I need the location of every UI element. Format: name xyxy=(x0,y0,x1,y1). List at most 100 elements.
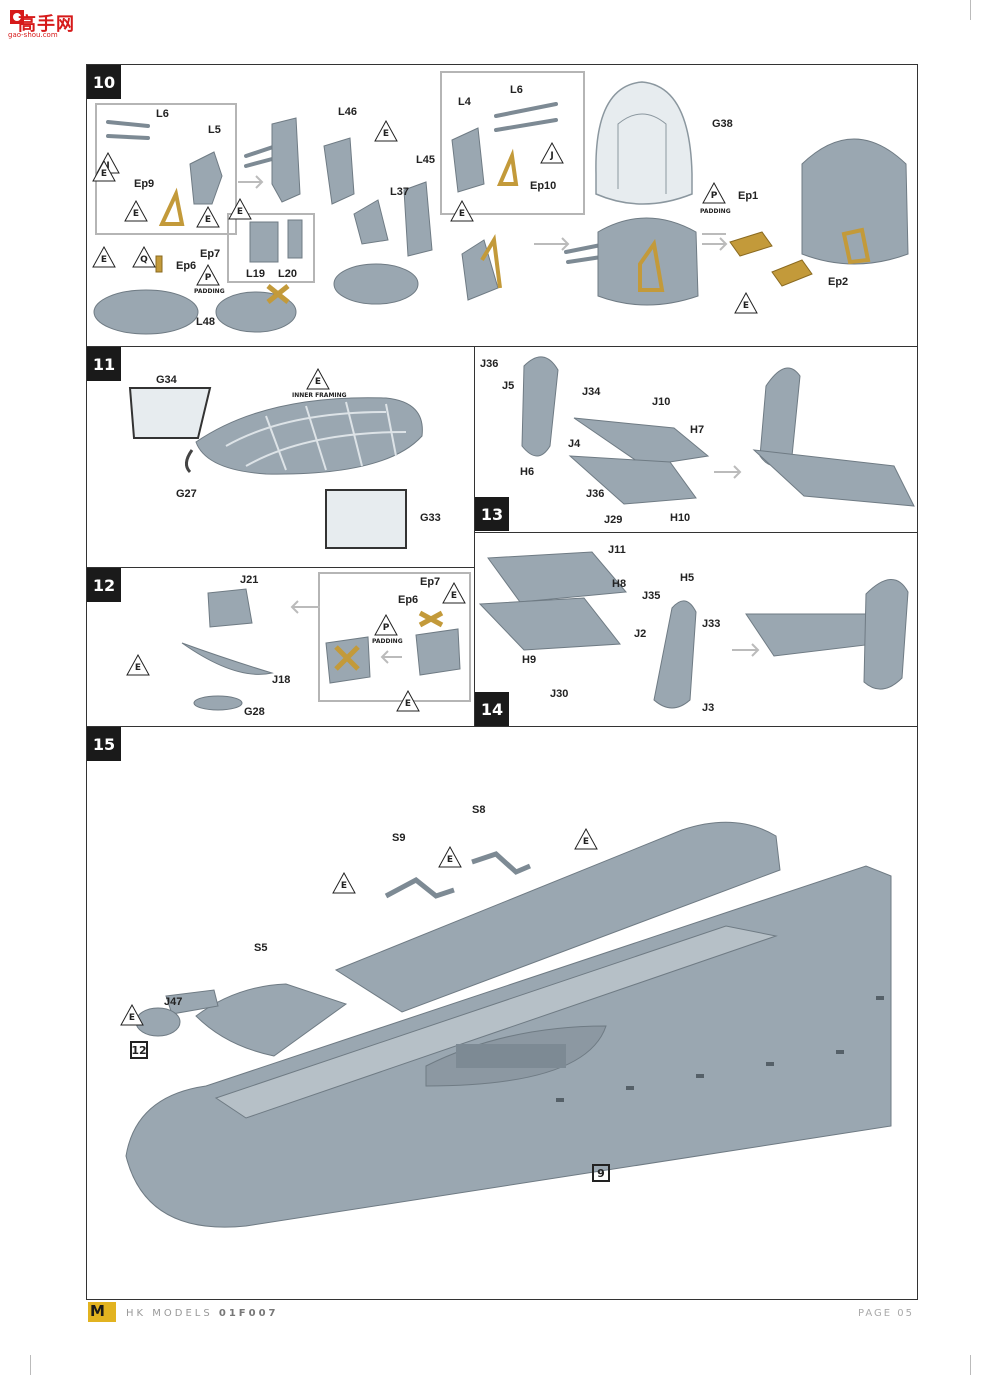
paint-code: E xyxy=(132,209,140,219)
part-label: S8 xyxy=(472,804,486,816)
step-15-number: 15 xyxy=(87,727,121,761)
logo-icon xyxy=(10,10,24,24)
part-label: J18 xyxy=(272,674,291,686)
step-11-illustration xyxy=(128,387,423,549)
step-10-illustration xyxy=(93,71,909,335)
divider xyxy=(86,726,918,727)
paint-code: E xyxy=(100,255,108,265)
part-label: Ep6 xyxy=(176,260,197,272)
part-label: Ep7 xyxy=(420,576,441,588)
paint-code-triangle: E xyxy=(124,200,148,222)
part-label: J5 xyxy=(502,380,515,392)
step-reference-box: 12 xyxy=(130,1041,148,1059)
part-label: G28 xyxy=(244,706,265,718)
paint-code: E xyxy=(742,301,750,311)
paint-code: P xyxy=(382,623,390,633)
part-label: H6 xyxy=(520,466,535,478)
paint-code-triangle: E xyxy=(734,292,758,314)
step-13-number: 13 xyxy=(475,497,509,531)
part-label: J4 xyxy=(568,438,581,450)
part-label: L4 xyxy=(458,96,471,108)
paint-code: E xyxy=(404,699,412,709)
step-10-number: 10 xyxy=(87,65,121,99)
paint-code-triangle: E xyxy=(306,368,330,390)
part-label: J36 xyxy=(480,358,499,370)
part-label: G34 xyxy=(156,374,177,386)
part-label: G38 xyxy=(712,118,733,130)
paint-code-triangle: P xyxy=(702,182,726,204)
note-inner-framing: INNER FRAMING xyxy=(292,392,347,399)
paint-code-triangle: E xyxy=(450,200,474,222)
part-label: L6 xyxy=(156,108,169,120)
paint-code: J xyxy=(106,161,110,171)
page-number: PAGE 05 xyxy=(858,1308,915,1319)
part-label: L5 xyxy=(208,124,221,136)
part-label: J47 xyxy=(164,996,183,1008)
paint-code-triangle: E xyxy=(396,690,420,712)
step-15-illustration xyxy=(125,821,892,1228)
crop-mark xyxy=(30,1355,31,1375)
brand-name: HK MODELS xyxy=(126,1308,213,1319)
paint-code: P xyxy=(204,273,212,283)
part-label: Ep9 xyxy=(134,178,155,190)
note-padding: PADDING xyxy=(194,288,225,295)
part-label: L45 xyxy=(416,154,435,166)
paint-code: E xyxy=(204,215,212,225)
kit-code: 01F007 xyxy=(218,1308,279,1319)
crop-mark xyxy=(970,1355,971,1375)
paint-code-triangle: P xyxy=(196,264,220,286)
logo-title: 高手网 xyxy=(18,14,75,35)
part-label: J2 xyxy=(634,628,647,640)
paint-code-triangle: E xyxy=(574,828,598,850)
brand-badge-letter: M xyxy=(90,1302,105,1320)
paint-code: E xyxy=(382,129,390,139)
paint-code: P xyxy=(710,191,718,201)
part-label: J11 xyxy=(608,544,626,556)
step-reference-box: 9 xyxy=(592,1164,610,1182)
paint-code: E xyxy=(340,881,348,891)
paint-code-triangle: E xyxy=(228,198,252,220)
paint-code-triangle: J xyxy=(540,142,564,164)
paint-code: E xyxy=(446,855,454,865)
paint-code: E xyxy=(100,169,108,179)
step-11-number: 11 xyxy=(87,347,121,381)
part-label: J29 xyxy=(604,514,623,526)
step-13-illustration xyxy=(521,356,915,507)
paint-code: E xyxy=(314,377,322,387)
paint-code: Q xyxy=(140,255,148,265)
part-label: Ep6 xyxy=(398,594,419,606)
part-label: H7 xyxy=(690,424,705,436)
part-label: J21 xyxy=(240,574,259,586)
part-label: H5 xyxy=(680,572,695,584)
paint-code-triangle: P xyxy=(374,614,398,636)
paint-code-triangle: E xyxy=(438,846,462,868)
paint-code-triangle: E xyxy=(92,160,116,182)
part-label: J35 xyxy=(642,590,661,602)
paint-code: E xyxy=(128,1013,136,1023)
paint-code-triangle: E xyxy=(332,872,356,894)
note-padding: PADDING xyxy=(700,208,731,215)
paint-code-triangle: E xyxy=(126,654,150,676)
paint-code-triangle: E xyxy=(374,120,398,142)
note-padding: PADDING xyxy=(372,638,403,645)
part-label: G33 xyxy=(420,512,441,524)
paint-code: E xyxy=(458,209,466,219)
paint-code: J xyxy=(550,151,554,161)
part-label: H8 xyxy=(612,578,627,590)
paint-code: E xyxy=(236,207,244,217)
part-label: J30 xyxy=(550,688,569,700)
paint-code-triangle: E xyxy=(92,246,116,268)
part-label: J36 xyxy=(586,488,605,500)
logo-url: gao-shou.com xyxy=(8,31,58,39)
step-12-number: 12 xyxy=(87,568,121,602)
divider xyxy=(474,532,918,533)
divider xyxy=(474,346,475,726)
step-12-illustration xyxy=(181,588,461,711)
part-label: L6 xyxy=(510,84,523,96)
brand-badge: M xyxy=(88,1302,116,1322)
part-label: J33 xyxy=(702,618,721,630)
part-label: H10 xyxy=(670,512,691,524)
paint-code: E xyxy=(134,663,142,673)
part-label: Ep7 xyxy=(200,248,221,260)
site-logo xyxy=(8,6,26,32)
